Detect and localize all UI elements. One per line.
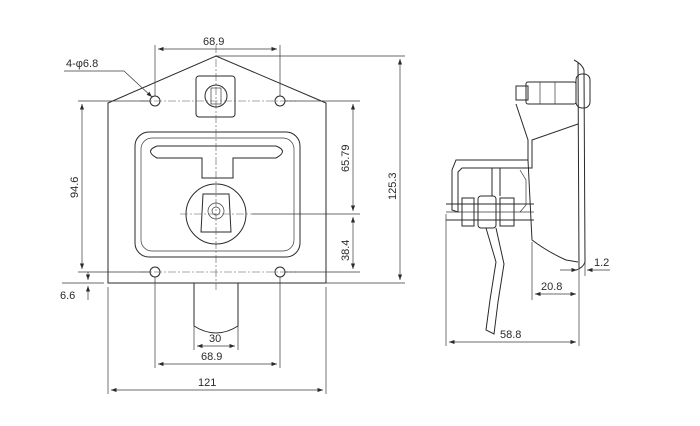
dim-right-upper: 65.79 — [340, 144, 352, 172]
side-lock — [525, 81, 577, 105]
hole-callout: 4-φ6.8 — [66, 58, 98, 70]
plate-outline — [107, 55, 327, 284]
dim-left-height: 94.6 — [69, 177, 81, 198]
handle-tail — [193, 283, 239, 334]
side-bracket — [451, 103, 579, 213]
dim-depth: 58.8 — [500, 329, 521, 341]
dim-handle-width: 30 — [209, 333, 221, 345]
dim-bottom-holes: 68.9 — [201, 351, 222, 363]
lock-cylinder — [195, 75, 236, 118]
side-view: 1.2 20.8 58.8 — [445, 59, 610, 346]
dim-top-holes: 68.9 — [203, 36, 224, 48]
t-handle — [150, 145, 283, 179]
dim-overall-width: 121 — [198, 377, 216, 389]
dim-flange: 20.8 — [541, 281, 562, 293]
front-view: 68.9 4-φ6.8 94.6 6.6 65.79 38.4 125.3 30 — [60, 36, 405, 394]
dim-right-total: 125.3 — [387, 172, 399, 200]
dim-thickness: 1.2 — [594, 257, 609, 269]
side-lever — [485, 227, 505, 335]
dim-bottom-offset: 6.6 — [60, 290, 75, 302]
recess-outline — [134, 131, 301, 258]
dim-right-lower: 38.4 — [340, 240, 352, 261]
